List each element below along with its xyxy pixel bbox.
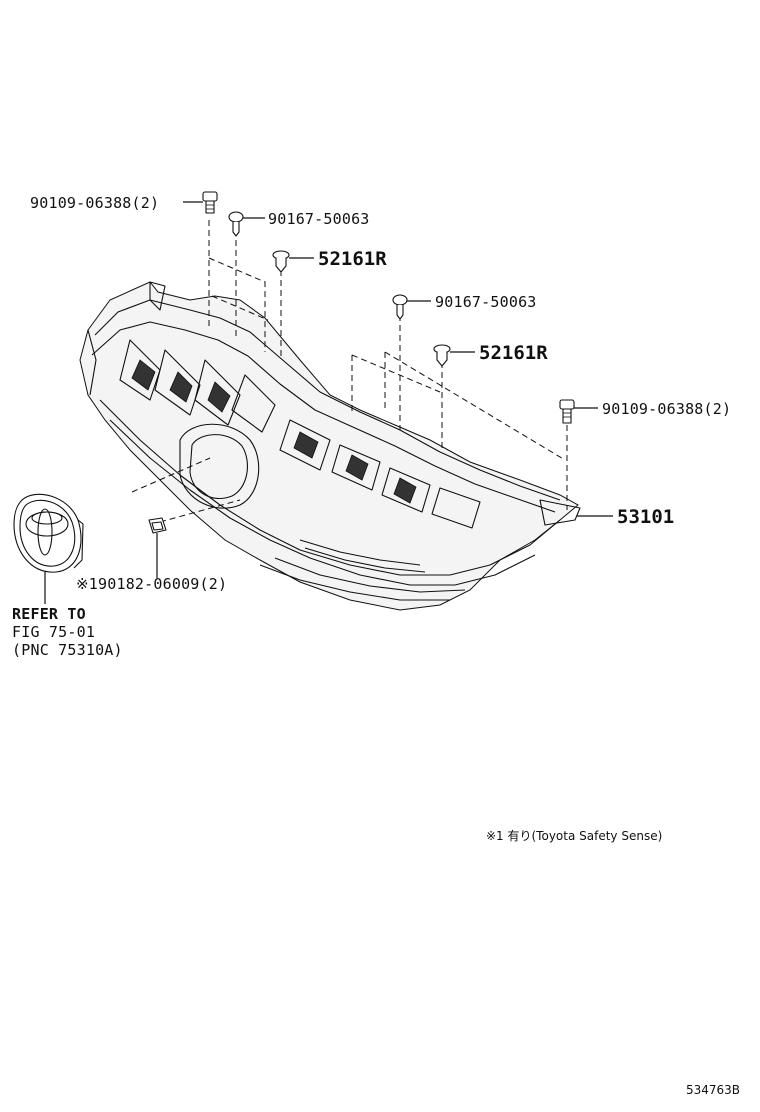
- leader-lines: [44, 201, 613, 604]
- label-refer-line2: FIG 75-01: [12, 623, 95, 641]
- label-screw-top-right: 90167-50063: [435, 293, 537, 311]
- bolt-left-icon[interactable]: [202, 191, 218, 214]
- bolt-right-icon[interactable]: [559, 399, 575, 424]
- label-bolt-right: 90109-06388(2): [602, 400, 731, 418]
- nut-sensor-icon[interactable]: [148, 517, 167, 534]
- screw-top-left-icon[interactable]: [228, 211, 244, 237]
- footnote: ※1 有り(Toyota Safety Sense): [486, 829, 662, 843]
- clip-left-icon[interactable]: [272, 250, 290, 273]
- label-bolt-left: 90109-06388(2): [30, 194, 159, 212]
- label-refer-line1: REFER TO: [12, 605, 86, 623]
- grille-assembly: [79, 281, 581, 611]
- label-clip-right: 52161R: [479, 342, 548, 364]
- diagram-code: 534763B: [686, 1083, 740, 1097]
- emblem-icon[interactable]: [13, 493, 84, 573]
- screw-top-right-icon[interactable]: [392, 294, 408, 320]
- assembly-guide-lines: [131, 220, 568, 523]
- label-clip-left: 52161R: [318, 248, 387, 270]
- label-refer-line3: (PNC 75310A): [12, 641, 123, 659]
- label-grille-main: 53101: [617, 506, 674, 528]
- clip-right-icon[interactable]: [433, 344, 451, 367]
- label-screw-top-left: 90167-50063: [268, 210, 370, 228]
- label-nut-sensor: ※190182-06009(2): [76, 575, 227, 593]
